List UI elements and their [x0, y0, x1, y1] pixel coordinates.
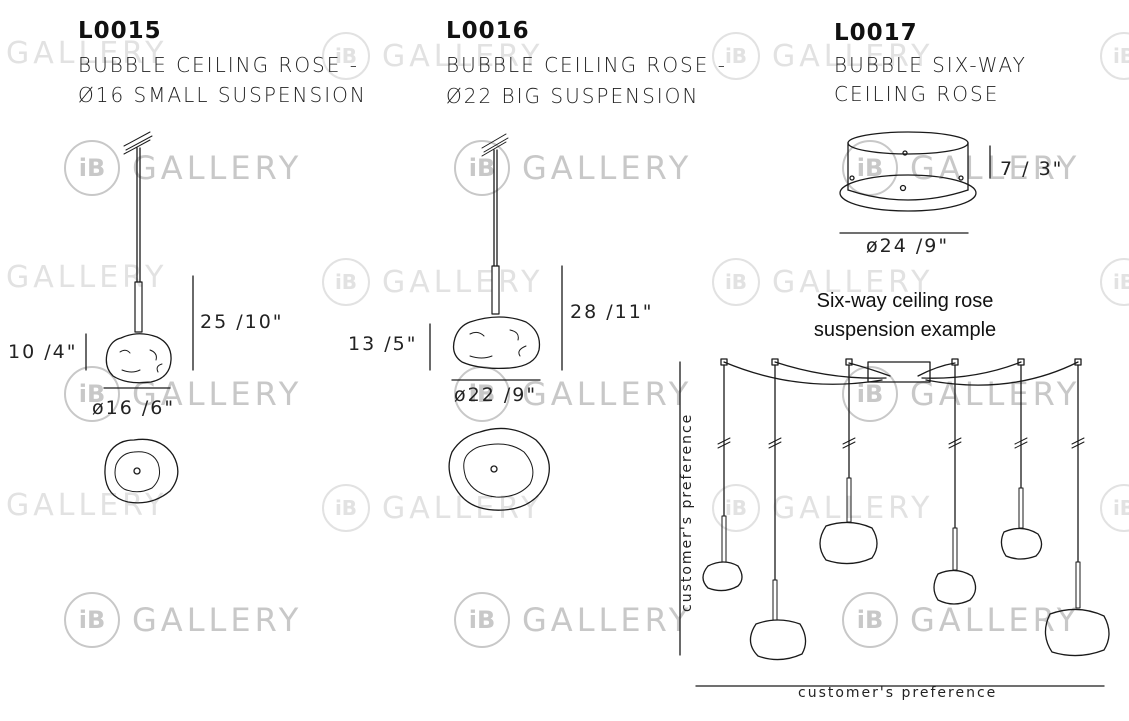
- l0015-drawing: [85, 131, 194, 504]
- l0015-shade-height-label: 10 /4": [8, 341, 78, 363]
- l0016-diameter-label: ø22 /9": [454, 384, 538, 406]
- l0017-rose-drawing: [839, 131, 991, 234]
- product-code-l0016: L0016: [446, 18, 530, 44]
- product-desc-l0015-line2: Ø16 SMALL SUSPENSION: [78, 83, 367, 107]
- horizontal-preference-label: customer's preference: [798, 685, 998, 701]
- l0016-drawing: [429, 133, 563, 511]
- example-caption: Six-way ceiling rose suspension example: [790, 287, 1020, 345]
- product-code-l0015: L0015: [78, 18, 162, 44]
- l0016-total-height-label: 28 /11": [570, 301, 654, 323]
- l0016-shade-height-label: 13 /5": [348, 333, 418, 355]
- six-way-example-drawing: [679, 358, 1110, 687]
- product-desc-l0017-line2: CEILING ROSE: [834, 82, 1000, 106]
- product-code-l0017: L0017: [834, 20, 918, 46]
- product-desc-l0016-line1: BUBBLE CEILING ROSE -: [446, 53, 727, 77]
- l0017-height-label: 7 / 3": [1000, 158, 1064, 180]
- example-caption-line1: Six-way ceiling rose: [816, 290, 994, 312]
- product-desc-l0017-line1: BUBBLE SIX-WAY: [834, 53, 1027, 77]
- vertical-preference-label: customer's preference: [679, 412, 695, 612]
- l0017-diameter-label: ø24 /9": [866, 235, 950, 257]
- l0015-diameter-label: ø16 /6": [92, 397, 176, 419]
- product-desc-l0016-line2: Ø22 BIG SUSPENSION: [446, 84, 700, 108]
- l0015-total-height-label: 25 /10": [200, 311, 284, 333]
- product-desc-l0015-line1: BUBBLE CEILING ROSE -: [78, 53, 359, 77]
- example-caption-line2: suspension example: [813, 319, 997, 341]
